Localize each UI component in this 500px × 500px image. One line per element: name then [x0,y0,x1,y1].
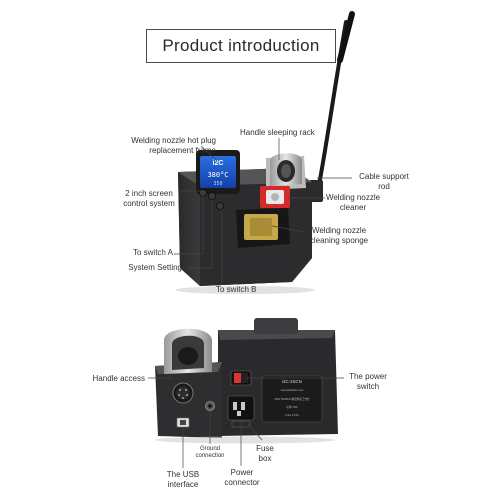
label-ground-line2: connection [195,453,225,459]
label-usb-line1: The USB [166,470,200,479]
label-system-settings: System Settings [128,263,186,272]
label-nozzle-cleaner-line2: cleaner [339,202,367,212]
label-screen-line2: control system [123,198,175,208]
label-cable-rod-line1: Cable support [359,172,409,181]
switch-a-knob [198,188,208,198]
label-ground-line1: Ground [199,446,220,452]
screen-temp-text: 380°C [207,171,228,179]
label-power-connector: Power connector [216,468,268,487]
label-screen-line1: 2 inch screen [125,189,173,198]
label-line1: www.i2cstation.com [281,388,304,392]
top-leader-lines [174,138,352,284]
label-nozzle-cleaner-line1: Welding nozzle [325,193,381,202]
switch-b-knob [215,201,225,211]
lcd-screen [200,156,236,188]
label-line2: 220V 50/60Hz 精密焊接工作台 [274,397,310,401]
label-power-switch: The power switch [340,372,396,391]
label-nozzle-cleaner: Welding nozzle cleaner [322,193,384,212]
soldering-station-front: i2C 380°C 350 [175,11,355,294]
rating-label [261,375,323,423]
label-sponge-line1: Welding nozzle [311,226,367,235]
screen-brand-text: i2C [213,160,224,167]
label-fuse-box: Fuse box [250,444,280,463]
page-title: Product introduction [146,29,336,63]
soldering-station-back: i2C-2SCN www.i2cstation.com 220V 50/60Hz… [155,318,338,444]
label-fuse-box-line1: Fuse [256,444,274,453]
label-sponge: Welding nozzle cleaning sponge [302,226,376,245]
label-nozzle-frame-line2: replacement frame [149,145,216,155]
label-line4: Fuse 3.15A [285,413,299,417]
label-cable-rod: Cable support rod [354,172,414,191]
label-model: i2C-2SCN [282,379,302,384]
label-ground: Ground connection [192,446,228,460]
label-power-switch-line2: switch [356,381,380,391]
label-power-connector-line2: connector [224,477,260,487]
label-usb: The USB interface [160,470,206,489]
label-switch-a: To switch A [132,248,173,257]
label-usb-line2: interface [167,479,199,489]
bottom-leader-lines [148,377,344,468]
label-nozzle-frame: Welding nozzle hot plug replacement fram… [131,136,216,155]
label-cable-rod-line2: rod [378,181,390,191]
label-screen: 2 inch screen control system [118,189,180,208]
label-sponge-line2: cleaning sponge [309,235,369,245]
label-handle-access: Handle access [92,374,145,383]
label-power-connector-line1: Power [230,468,254,477]
label-nozzle-frame-line1: Welding nozzle hot plug [131,136,216,145]
label-power-switch-line1: The power [349,372,387,381]
label-handle-rack: Handle sleeping rack [240,128,315,137]
system-settings-knob [207,191,217,201]
label-switch-b: To switch B [216,285,257,294]
label-line3: 功率 75W [286,405,298,409]
screen-sub-text: 350 [213,181,222,187]
label-fuse-box-line2: box [258,453,272,463]
